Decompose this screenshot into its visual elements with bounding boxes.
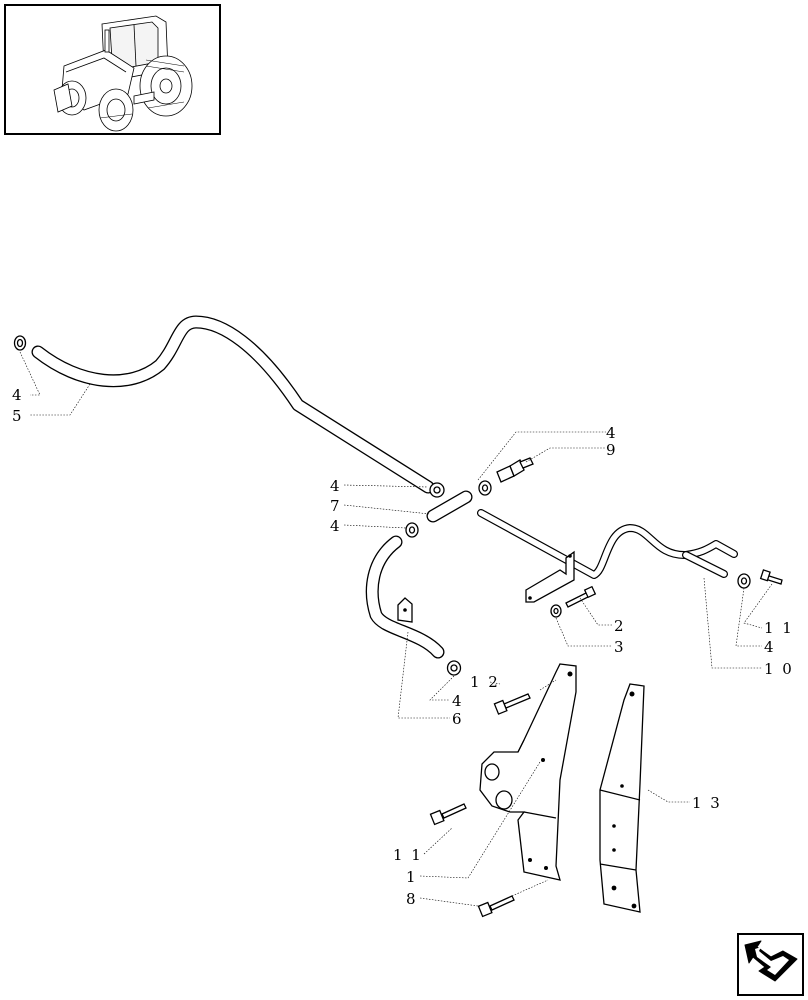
next-page-button[interactable] (737, 933, 804, 996)
callout-2: 2 (614, 617, 626, 635)
callout-4-b: 4 (330, 477, 342, 495)
bolt-part-8 (477, 895, 515, 918)
bracket-part-13 (599, 683, 645, 913)
washer-part-4-e (737, 573, 751, 589)
callout-5: 5 (12, 407, 24, 425)
callout-12: 1 2 (470, 673, 500, 691)
callout-6: 6 (452, 710, 464, 728)
callout-11-a: 1 1 (764, 619, 794, 637)
callout-8: 8 (406, 890, 418, 908)
washer-part-4-a (13, 335, 27, 351)
callout-4-a: 4 (12, 386, 24, 404)
callout-4-c: 4 (606, 424, 618, 442)
tractor-thumbnail (4, 4, 221, 135)
callout-11-b: 1 1 (393, 846, 423, 864)
callout-labels: 4 5 4 4 9 7 4 2 3 1 1 4 1 0 1 2 4 6 1 3 … (12, 386, 794, 908)
union-fitting-part-9 (496, 457, 534, 483)
callout-7: 7 (330, 497, 342, 515)
callout-1: 1 (406, 868, 418, 886)
bolt-part-2 (565, 585, 597, 608)
washer-part-4-d (405, 522, 419, 538)
connector-tube-part-7 (426, 490, 473, 523)
callout-4-d: 4 (330, 517, 342, 535)
bolt-part-11-b (429, 803, 467, 826)
short-pipe-part-6 (365, 535, 445, 659)
washer-part-4-b (429, 482, 445, 498)
callout-10: 1 0 (764, 660, 794, 678)
long-pipe-part-5 (31, 315, 435, 494)
callout-4-e: 4 (764, 638, 776, 656)
callout-4-f: 4 (452, 692, 464, 710)
leader-lines (19, 351, 773, 907)
bracket-part-1 (479, 663, 577, 881)
callout-9: 9 (606, 441, 618, 459)
bolt-part-12 (493, 693, 531, 715)
washer-part-3 (550, 604, 562, 618)
next-page-arrow-icon (744, 940, 798, 982)
pipe-part-10 (477, 509, 738, 603)
tractor-thumbnail-icon (53, 15, 193, 132)
bolt-part-11-a (759, 569, 783, 585)
washer-part-4-c (478, 480, 492, 496)
callout-13: 1 3 (692, 794, 722, 812)
callout-3: 3 (614, 638, 626, 656)
washer-part-4-f (446, 660, 462, 676)
